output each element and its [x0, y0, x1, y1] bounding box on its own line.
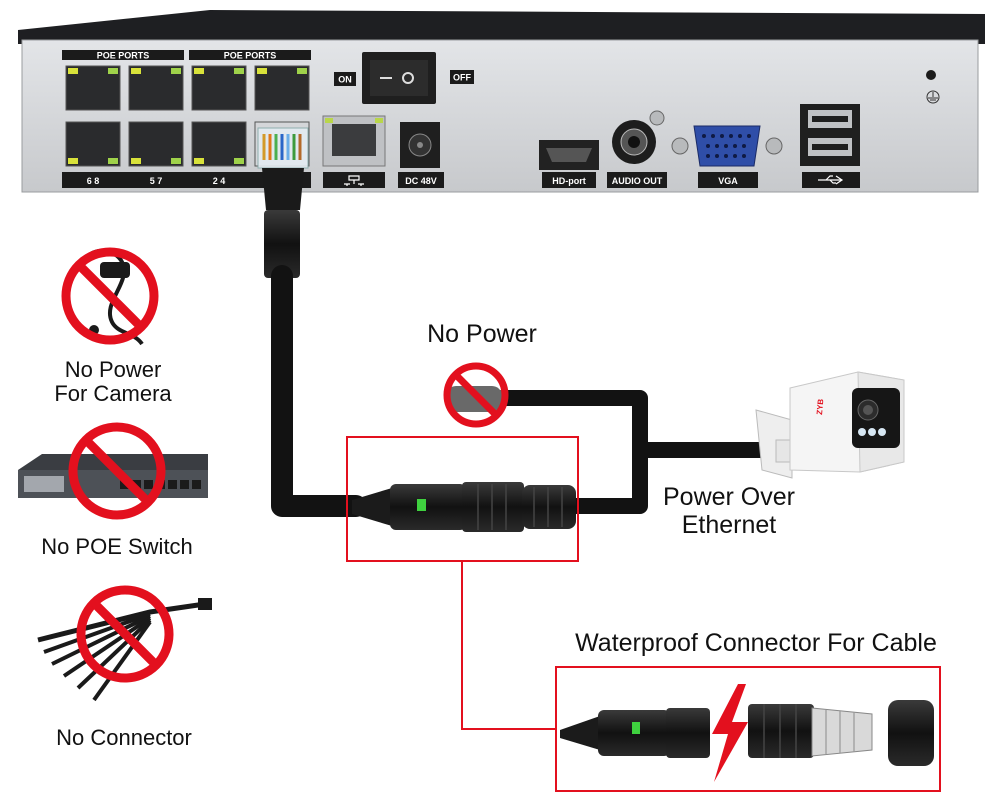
port-numbers-6-8: 6 8 [87, 176, 100, 186]
no-power-camera-label: No Power For Camera [30, 357, 196, 407]
usb-icon [818, 175, 844, 185]
dc-power-jack[interactable]: DC 48V [398, 122, 444, 188]
poe-switch-item [18, 422, 208, 520]
audio-out-label: AUDIO OUT [612, 176, 663, 186]
connector-led [417, 499, 426, 511]
prohibited-icon-adapter [61, 247, 159, 345]
power-switch[interactable]: ON OFF [334, 52, 474, 104]
no-power-camera-line1: No Power [64, 357, 162, 382]
connector-detail [560, 684, 934, 782]
no-power-label: No Power [427, 320, 537, 348]
network-icon [344, 175, 364, 186]
waterproof-connector [352, 482, 576, 532]
connector-detail-led [632, 722, 640, 734]
disconnect-lightning-icon [712, 684, 748, 782]
ethernet-cable [271, 265, 768, 517]
nvr-recorder: POE PORTS POE PORTS [18, 10, 985, 193]
rj45-plug [257, 127, 309, 278]
poe-label-line2: Ethernet [681, 510, 777, 539]
vga-port[interactable]: VGA [671, 125, 783, 188]
switch-on-label: ON [338, 75, 352, 85]
hdmi-label: HD-port [552, 176, 586, 186]
bullet-camera: ZYB [755, 371, 905, 479]
no-power-adapter-item [61, 247, 159, 346]
poe-ports-label-right: POE PORTS [224, 51, 277, 61]
no-poe-switch-label: No POE Switch [41, 534, 193, 559]
camera-brand-mark: ZYB [815, 398, 825, 415]
no-power-plug [443, 362, 509, 428]
hdmi-port[interactable]: HD-port [539, 140, 599, 188]
audio-out-port[interactable]: AUDIO OUT [607, 110, 667, 188]
switch-off-label: OFF [453, 73, 471, 83]
port-numbers-2-4: 2 4 [213, 176, 226, 186]
prohibited-icon-switch [68, 422, 166, 520]
poe-label-line1: Power Over [663, 483, 795, 511]
no-connector-label: No Connector [56, 725, 192, 750]
ground-screw [926, 70, 940, 104]
lan-port[interactable] [322, 115, 386, 188]
no-power-camera-line2: For Camera [54, 381, 172, 407]
usb-ports[interactable] [800, 104, 860, 188]
prohibited-icon-connector [76, 585, 174, 683]
dc-48v-label: DC 48V [405, 176, 437, 186]
callout-line [461, 561, 556, 730]
poe-ports-label-left: POE PORTS [97, 51, 150, 61]
port-numbers-5-7: 5 7 [150, 176, 163, 186]
port-led-indicators [68, 68, 307, 164]
vga-label: VGA [718, 176, 738, 186]
splitter-cable-item [37, 585, 212, 702]
connector-detail-box [555, 666, 941, 792]
poe-label: Power Over Ethernet [644, 483, 814, 539]
nvr-top-cover [18, 10, 985, 44]
waterproof-connector-label: Waterproof Connector For Cable [575, 629, 937, 657]
